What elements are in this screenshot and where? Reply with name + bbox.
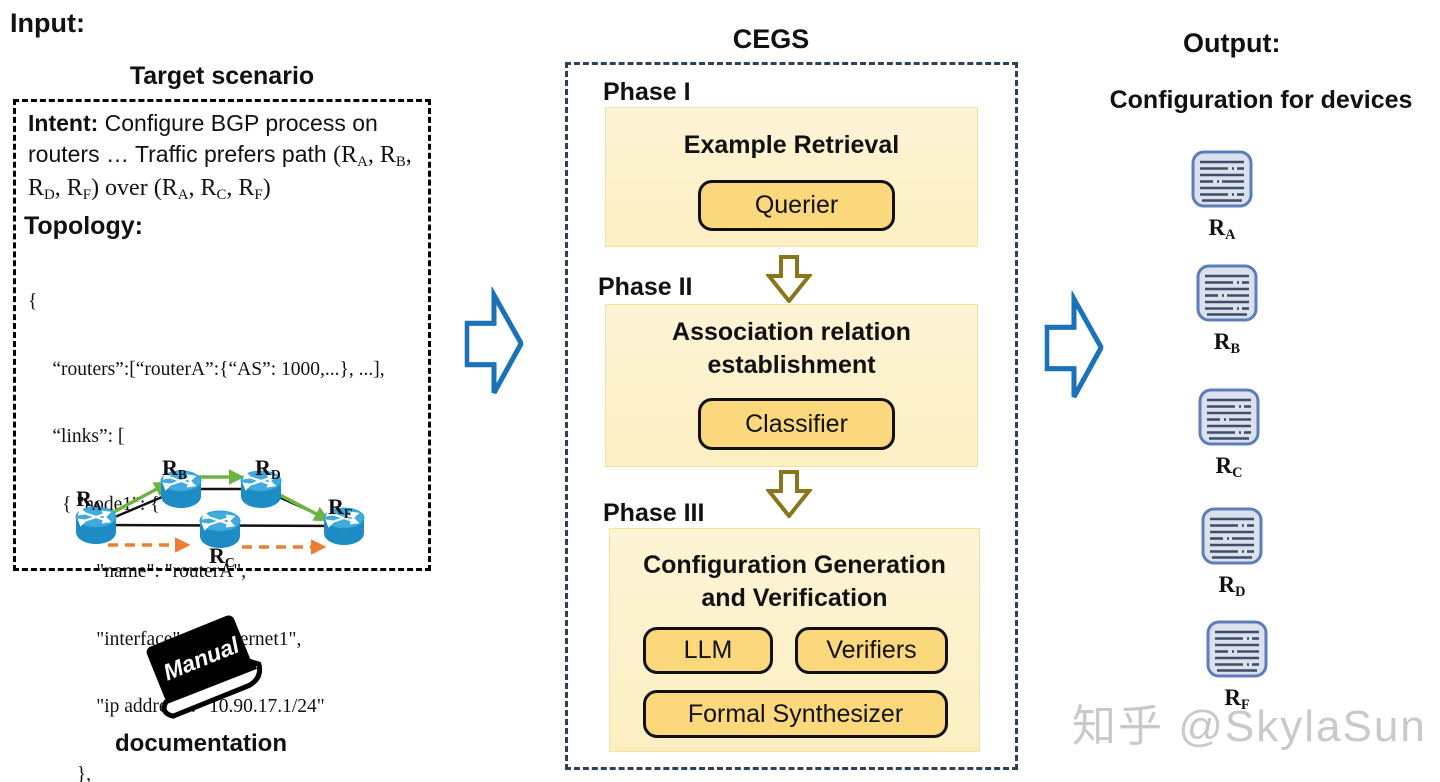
router-ref: RD xyxy=(28,174,55,204)
phase-arrow-1 xyxy=(766,255,812,303)
node-label: RB xyxy=(162,455,187,482)
device-rc: RC xyxy=(1197,388,1261,481)
config-file-icon xyxy=(1206,620,1268,678)
topology-json-line: “routers”:[“routerA”:{“AS”: 1000,...}, .… xyxy=(28,358,385,380)
cegs-title: CEGS xyxy=(732,24,810,54)
watermark: 知乎 @SkylaSun xyxy=(1072,702,1427,751)
intent-paths: (RA, RB, RD, RF) over (RA, RC, RF) xyxy=(28,142,412,204)
topology-label: Topology: xyxy=(24,212,143,240)
phase2-label: Phase II xyxy=(598,273,693,301)
device-rf: RF xyxy=(1205,620,1269,713)
topology-json-line: }, xyxy=(28,763,91,782)
manual-book-icon: Manual xyxy=(146,611,263,719)
llm-button: LLM xyxy=(643,627,773,674)
device-label: RA xyxy=(1208,215,1236,243)
flow-arrow-input-to-cegs xyxy=(464,287,524,401)
phase3-title-line1: Configuration Generation xyxy=(643,551,946,579)
phase1-label: Phase I xyxy=(603,78,691,106)
preferred-path-arrows xyxy=(111,469,331,522)
device-label: RD xyxy=(1218,572,1246,600)
router-ref: RB xyxy=(379,142,406,171)
node-label: RA xyxy=(76,486,102,513)
phase3-title-line2: and Verification xyxy=(701,584,888,612)
querier-button: Querier xyxy=(698,180,895,231)
router-ref: RF xyxy=(238,174,263,204)
config-file-icon xyxy=(1198,388,1260,446)
intent-text: Intent: Configure BGP process on routers… xyxy=(28,110,412,204)
node-label: RD xyxy=(255,455,281,482)
alternate-path-arrows xyxy=(108,537,327,555)
output-subheading: Configuration for devices xyxy=(1109,86,1413,114)
router-ref: RA xyxy=(341,142,368,171)
verifiers-button: Verifiers xyxy=(795,627,948,674)
flow-arrow-cegs-to-output xyxy=(1044,291,1104,405)
topology-diagram xyxy=(28,469,428,555)
config-file-icon xyxy=(1196,264,1258,322)
router-ref: RF xyxy=(66,174,92,204)
device-ra: RA xyxy=(1190,150,1254,243)
formal-synthesizer-button: Formal Synthesizer xyxy=(643,690,948,738)
phase2-title-line2: establishment xyxy=(707,351,876,379)
classifier-button: Classifier xyxy=(698,398,895,450)
cegs-box xyxy=(565,62,1018,770)
phase-arrow-2 xyxy=(766,470,812,518)
topology-json: { “routers”:[“routerA”:{“AS”: 1000,...},… xyxy=(28,246,385,782)
device-label: RC xyxy=(1215,453,1243,481)
topology-json-line: "name": "routerA", xyxy=(28,561,247,582)
phase2-title-line1: Association relation xyxy=(672,318,911,346)
device-rd: RD xyxy=(1200,507,1264,600)
target-scenario-title: Target scenario xyxy=(129,62,315,90)
intent-label: Intent: xyxy=(28,110,99,136)
output-heading: Output: xyxy=(1183,28,1281,58)
device-label: RF xyxy=(1224,685,1250,713)
phase3-label: Phase III xyxy=(603,499,705,527)
device-label: RB xyxy=(1213,329,1241,357)
target-scenario-box xyxy=(13,99,431,571)
topology-json-line: “links”: [ xyxy=(28,426,125,447)
device-rb: RB xyxy=(1195,264,1259,357)
config-file-icon xyxy=(1191,150,1253,208)
router-ref: RA xyxy=(161,174,189,204)
phase1-title: Example Retrieval xyxy=(683,131,900,159)
node-label: RF xyxy=(328,494,353,521)
node-label: RC xyxy=(209,543,235,570)
topology-json-line: { xyxy=(28,291,38,312)
router-ref: RC xyxy=(200,174,227,204)
documentation-caption: documentation xyxy=(115,730,287,757)
config-file-icon xyxy=(1201,507,1263,565)
input-heading: Input: xyxy=(10,8,85,38)
